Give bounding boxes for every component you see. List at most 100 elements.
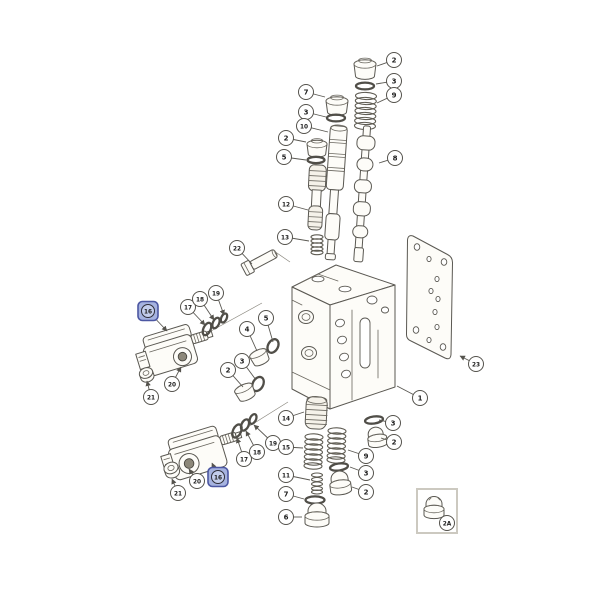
callout-3[interactable]: 3	[349, 465, 374, 481]
solenoid-valve-lower	[160, 401, 289, 481]
svg-text:14: 14	[282, 416, 290, 422]
svg-text:8: 8	[393, 154, 398, 162]
callout-8[interactable]: 8	[378, 150, 403, 166]
svg-text:16: 16	[144, 309, 152, 315]
svg-text:5: 5	[264, 314, 269, 322]
svg-text:7: 7	[304, 88, 309, 96]
callout-3[interactable]: 3	[298, 104, 327, 120]
callout-3[interactable]: 3	[378, 415, 401, 431]
o-ring-part	[363, 415, 385, 425]
callout-2[interactable]: 2	[351, 484, 374, 500]
svg-text:17: 17	[184, 305, 192, 311]
svg-text:5: 5	[282, 153, 287, 161]
callout-10[interactable]: 10	[296, 118, 329, 134]
callout-20[interactable]: 20	[188, 468, 205, 489]
svg-text:11: 11	[282, 473, 290, 479]
callout-3[interactable]: 3	[234, 353, 257, 381]
callout-16-highlighted[interactable]: 16	[137, 300, 168, 332]
callout-18[interactable]: 18	[192, 291, 215, 321]
callout-7[interactable]: 7	[298, 84, 326, 100]
svg-text:2: 2	[284, 134, 289, 142]
callout-layer: 2398731025121322231543216171819202116171…	[137, 52, 484, 531]
callout-14[interactable]: 14	[278, 410, 305, 426]
spring-part-11	[310, 472, 324, 495]
plug-part-top	[353, 57, 377, 80]
o-ring-part	[328, 462, 350, 472]
callout-4[interactable]: 4	[239, 321, 258, 352]
svg-text:10: 10	[300, 124, 308, 130]
cap-part-6	[304, 502, 330, 528]
callout-22[interactable]: 22	[229, 240, 253, 265]
plug-part-2-side	[234, 382, 256, 402]
spring-part-top	[353, 91, 378, 131]
svg-text:21: 21	[147, 395, 155, 401]
svg-text:13: 13	[281, 235, 289, 241]
svg-text:4: 4	[245, 325, 250, 333]
callout-6[interactable]: 6	[278, 509, 303, 525]
nut-part-21-lower	[163, 461, 181, 479]
svg-text:6: 6	[284, 513, 289, 521]
o-ring-part	[304, 495, 326, 505]
svg-text:20: 20	[168, 382, 176, 388]
valve-body-part	[291, 264, 396, 410]
cover-plate-part	[405, 235, 453, 360]
plug-part-2	[306, 138, 328, 158]
callout-7[interactable]: 7	[278, 486, 305, 502]
spring-part-9	[326, 427, 347, 464]
svg-text:22: 22	[233, 246, 241, 252]
callout-23[interactable]: 23	[459, 355, 484, 372]
callout-17[interactable]: 17	[180, 299, 206, 326]
svg-text:3: 3	[304, 108, 309, 116]
callout-18[interactable]: 18	[245, 430, 265, 460]
svg-text:9: 9	[392, 91, 397, 99]
callout-13[interactable]: 13	[277, 229, 310, 245]
valve-spool-part-8	[352, 125, 376, 263]
callout-17[interactable]: 17	[236, 437, 252, 467]
callout-20[interactable]: 20	[164, 366, 182, 392]
svg-text:1: 1	[418, 394, 423, 402]
svg-text:3: 3	[391, 419, 396, 427]
poppet-part-12	[307, 164, 327, 231]
svg-text:2: 2	[364, 488, 369, 496]
svg-text:2: 2	[226, 366, 231, 374]
callout-5[interactable]: 5	[258, 310, 274, 343]
callout-2A[interactable]: 2A	[439, 515, 455, 531]
callout-2[interactable]: 2	[376, 52, 402, 68]
svg-text:18: 18	[196, 297, 204, 303]
callout-9[interactable]: 9	[347, 448, 374, 464]
callout-2[interactable]: 2	[380, 434, 402, 450]
svg-text:19: 19	[269, 441, 277, 447]
valve-spool-part-10	[324, 124, 348, 261]
spring-part-13	[310, 234, 324, 256]
callout-11[interactable]: 11	[278, 467, 311, 483]
o-ring-part	[266, 338, 280, 354]
callout-3[interactable]: 3	[375, 73, 402, 89]
svg-text:9: 9	[364, 452, 369, 460]
callout-2[interactable]: 2	[278, 130, 307, 146]
callout-21[interactable]: 21	[143, 380, 159, 405]
svg-text:2: 2	[392, 56, 397, 64]
svg-text:3: 3	[364, 469, 369, 477]
callout-15[interactable]: 15	[278, 439, 304, 455]
callout-16-highlighted[interactable]: 16	[207, 462, 229, 488]
svg-text:20: 20	[193, 479, 201, 485]
callout-21[interactable]: 21	[170, 478, 186, 501]
o-ring-part	[325, 113, 347, 123]
o-ring-part	[306, 155, 326, 165]
cap-part-2-lower	[329, 470, 353, 496]
callout-5[interactable]: 5	[276, 149, 307, 165]
o-ring-part	[354, 81, 376, 91]
callout-1[interactable]: 1	[396, 385, 428, 406]
callout-9[interactable]: 9	[376, 87, 402, 104]
svg-text:19: 19	[212, 291, 220, 297]
callout-12[interactable]: 12	[278, 196, 309, 212]
svg-text:3: 3	[240, 357, 245, 365]
plug-part-7	[325, 94, 349, 116]
svg-text:12: 12	[282, 202, 290, 208]
poppet-part-14	[304, 396, 329, 430]
svg-text:2A: 2A	[443, 521, 452, 527]
callout-19[interactable]: 19	[208, 285, 225, 316]
callout-2[interactable]: 2	[220, 362, 244, 388]
